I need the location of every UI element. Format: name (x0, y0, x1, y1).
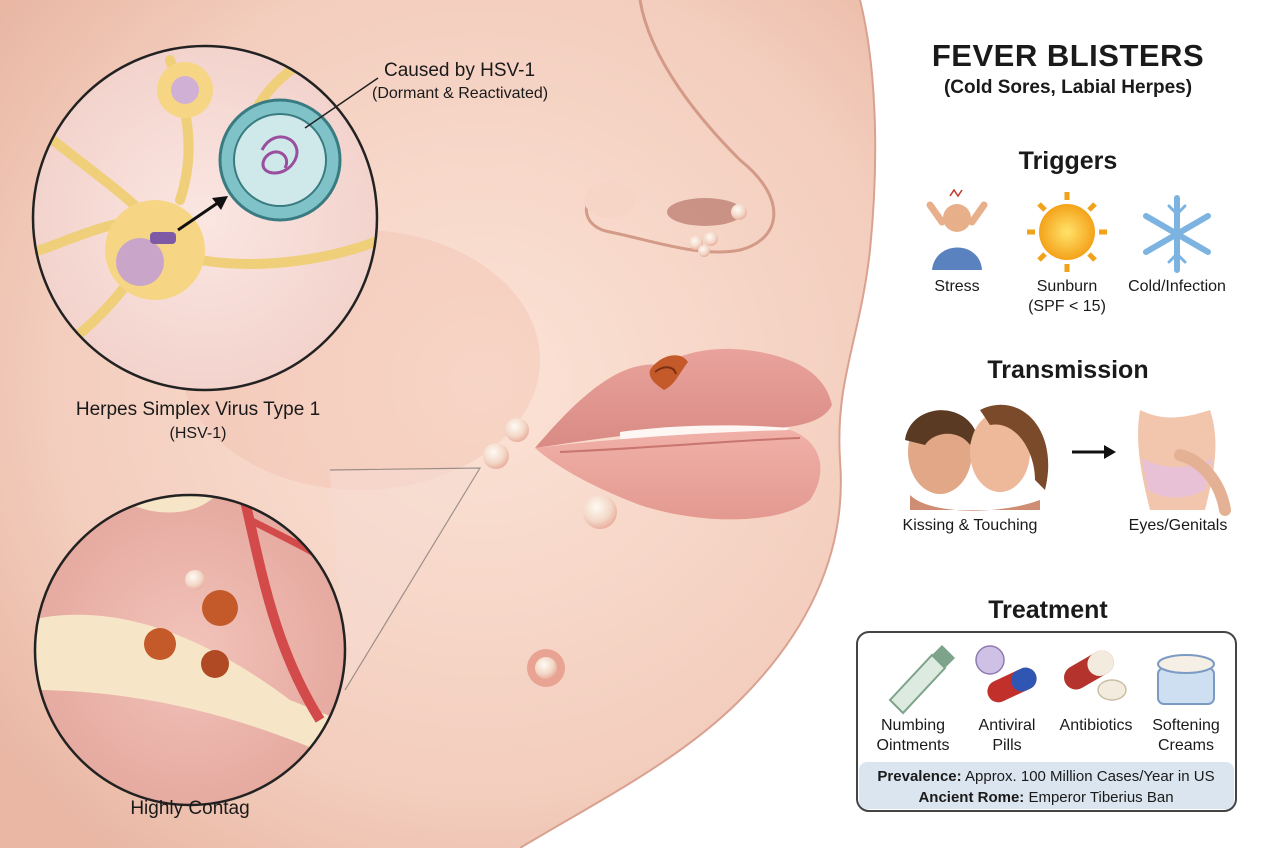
triggers-heading: Triggers (1018, 147, 1118, 175)
arrow-icon (1072, 445, 1116, 459)
treatment-box (856, 631, 1237, 812)
transmission-heading: Transmission (987, 356, 1149, 384)
snowflake-icon (1143, 195, 1211, 273)
prevalence-text: Approx. 100 Million Cases/Year in US (965, 768, 1215, 785)
tissue-zoom-circle (33, 493, 347, 807)
cream-jar-icon (1157, 654, 1215, 705)
pill-capsule-icon (975, 645, 1037, 703)
treatment-numbing-line1: Numbing (880, 717, 946, 734)
virus-label-line1: Herpes Simplex Virus Type 1 (75, 399, 321, 420)
rome-label: Ancient Rome: (918, 789, 1025, 806)
treatment-antiviral-line2: Pills (992, 737, 1022, 754)
antibiotic-capsule-icon (1064, 650, 1127, 701)
treatment-antibiotics-line1: Antibiotics (1059, 717, 1133, 734)
transmission-from-label: Kissing & Touching (902, 517, 1038, 534)
neuron-zoom-circle (31, 44, 379, 392)
prevalence-label: Prevalence: (877, 768, 962, 785)
rome-text: Emperor Tiberius Ban (1028, 789, 1174, 806)
body-torso-icon (1138, 410, 1231, 516)
trigger-sunburn-label: Sunburn (1036, 278, 1098, 295)
sun-icon (1027, 192, 1107, 272)
rome-line: Ancient Rome: Emperor Tiberius Ban (918, 789, 1173, 806)
transmission-to-label: Eyes/Genitals (1128, 517, 1228, 534)
page-title: FEVER BLISTERS (931, 38, 1205, 73)
lesion-label: Highly Contag (130, 798, 250, 819)
virus-callout-line1: Caused by HSV-1 (384, 60, 536, 81)
treatment-antiviral-line1: Antiviral (978, 717, 1036, 734)
prevalence-line: Prevalence: Approx. 100 Million Cases/Ye… (877, 768, 1214, 785)
treatment-softening-line1: Softening (1152, 717, 1220, 734)
treatment-softening-line2: Creams (1157, 737, 1215, 754)
virus-callout-line2: (Dormant & Reactivated) (372, 85, 549, 102)
trigger-cold-label: Cold/Infection (1128, 278, 1226, 295)
page-subtitle: (Cold Sores, Labial Herpes) (943, 77, 1193, 98)
virus-label-line2: (HSV-1) (169, 425, 227, 442)
treatment-heading: Treatment (988, 596, 1108, 624)
treatment-numbing-line2: Ointments (876, 737, 950, 754)
kissing-couple-icon (905, 404, 1049, 511)
trigger-stress-label: Stress (934, 278, 980, 295)
ointment-tube-icon (888, 645, 955, 715)
stress-icon (926, 188, 988, 270)
trigger-sunburn-sub: (SPF < 15) (1028, 298, 1106, 315)
